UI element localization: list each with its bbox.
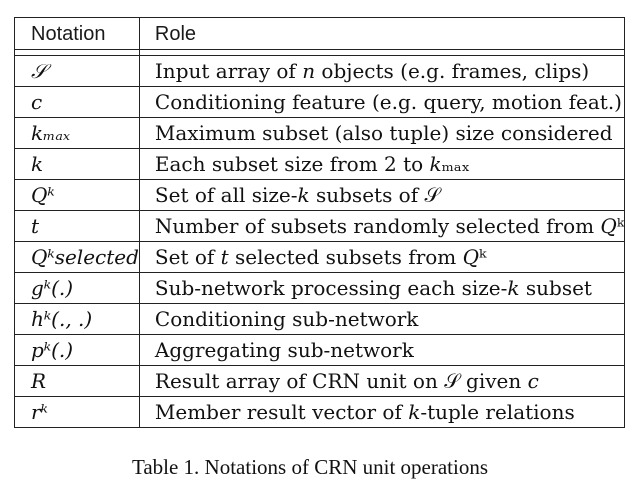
notation-cell: 𝑔ᵏ(.) xyxy=(14,272,140,304)
role-cell: Maximum subset (also tuple) size conside… xyxy=(138,117,626,149)
table-row: 𝒮 Input array of 𝑛 objects (e.g. frames,… xyxy=(14,55,626,87)
notation-cell: 𝑐 xyxy=(14,86,140,118)
table-row: 𝑄ᵏselected Set of 𝑡 selected subsets fro… xyxy=(14,241,626,273)
table-row: 𝑅 Result array of CRN unit on 𝒮 given 𝑐 xyxy=(14,365,626,397)
table-caption: Table 1. Notations of CRN unit operation… xyxy=(131,455,489,479)
notation-cell: 𝑘ₘₐₓ xyxy=(14,117,140,149)
notation-cell: 𝑟ᵏ xyxy=(14,396,140,428)
table-row: 𝑄ᵏ Set of all size-𝑘 subsets of 𝒮 xyxy=(14,179,626,211)
role-cell: Sub-network processing each size-𝑘 subse… xyxy=(138,272,626,304)
notation-cell: 𝑘 xyxy=(14,148,140,180)
table-row: 𝑝ᵏ(.) Aggregating sub-network xyxy=(14,334,626,366)
notation-cell: ℎᵏ(., .) xyxy=(14,303,140,335)
notation-cell: 𝑡 xyxy=(14,210,140,242)
role-cell: Set of all size-𝑘 subsets of 𝒮 xyxy=(138,179,626,211)
role-cell: Aggregating sub-network xyxy=(138,334,626,366)
table-row: 𝑟ᵏ Member result vector of 𝑘-tuple relat… xyxy=(14,396,626,428)
table-row: 𝑡 Number of subsets randomly selected fr… xyxy=(14,210,626,242)
role-cell: Member result vector of 𝑘-tuple relation… xyxy=(138,396,626,428)
role-cell: Result array of CRN unit on 𝒮 given 𝑐 xyxy=(138,365,626,397)
role-cell: Set of 𝑡 selected subsets from 𝑄ᵏ xyxy=(138,241,626,273)
notation-cell: 𝑄ᵏ xyxy=(14,179,140,211)
role-cell: Number of subsets randomly selected from… xyxy=(138,210,626,242)
table-row: 𝑘ₘₐₓ Maximum subset (also tuple) size co… xyxy=(14,117,626,149)
notation-cell: 𝑅 xyxy=(14,365,140,397)
role-cell: Conditioning sub-network xyxy=(138,303,626,335)
table-row: 𝑔ᵏ(.) Sub-network processing each size-𝑘… xyxy=(14,272,626,304)
role-cell: Conditioning feature (e.g. query, motion… xyxy=(138,86,626,118)
notation-cell: 𝑝ᵏ(.) xyxy=(14,334,140,366)
notation-cell: 𝑄ᵏselected xyxy=(14,241,140,273)
header-role: Role xyxy=(138,17,626,50)
notation-table: Notation Role 𝒮 Input array of 𝑛 objects… xyxy=(14,17,626,428)
notation-cell: 𝒮 xyxy=(14,55,140,87)
role-cell: Input array of 𝑛 objects (e.g. frames, c… xyxy=(138,55,626,87)
role-cell: Each subset size from 2 to 𝑘ₘₐₓ xyxy=(138,148,626,180)
table-row: 𝑐 Conditioning feature (e.g. query, moti… xyxy=(14,86,626,118)
header-notation: Notation xyxy=(14,17,140,50)
table-row: 𝑘 Each subset size from 2 to 𝑘ₘₐₓ xyxy=(14,148,626,180)
table-header-row: Notation Role xyxy=(14,17,626,50)
table-row: ℎᵏ(., .) Conditioning sub-network xyxy=(14,303,626,335)
